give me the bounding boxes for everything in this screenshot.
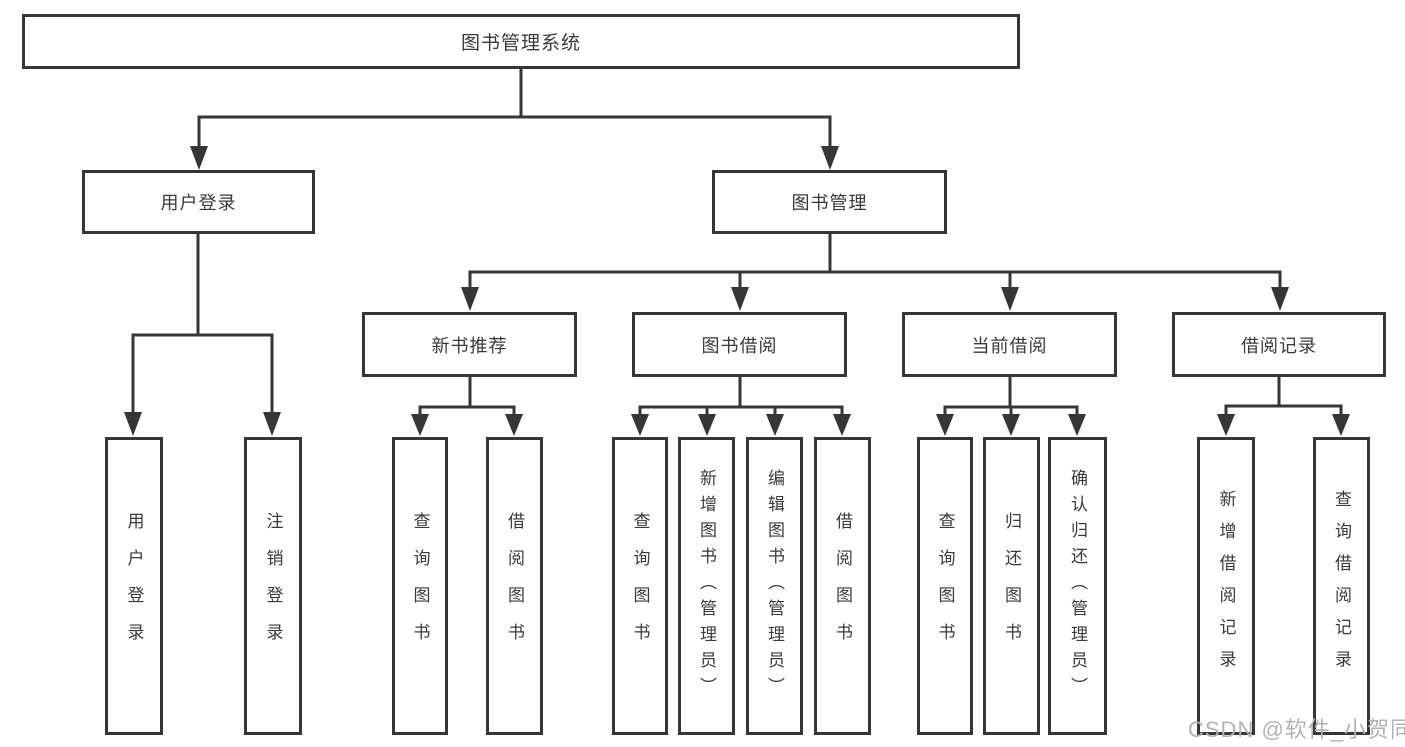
leaf-edit-book-admin: 编辑图书（管理员） — [746, 437, 803, 735]
leaf-logout: 注销登录 — [244, 437, 302, 735]
node-borrowing-records: 借阅记录 — [1172, 312, 1386, 377]
leaf-borrow-books-borrowing: 借阅图书 — [814, 437, 871, 735]
leaf-add-book-admin-label: 新增图书（管理员） — [697, 469, 716, 703]
leaf-query-borrow-record: 查询借阅记录 — [1313, 437, 1370, 735]
node-borrowing-records-label: 借阅记录 — [1241, 335, 1317, 356]
node-book-borrowing: 图书借阅 — [632, 312, 847, 377]
leaf-edit-book-admin-label: 编辑图书（管理员） — [765, 469, 784, 703]
leaf-confirm-return-admin: 确认归还（管理员） — [1048, 437, 1107, 735]
leaf-borrow-books-recommend: 借阅图书 — [486, 437, 543, 735]
leaf-user-login-label: 用户登录 — [124, 512, 144, 660]
node-new-book-recommend: 新书推荐 — [362, 312, 577, 377]
leaf-user-login: 用户登录 — [105, 437, 163, 735]
leaf-add-book-admin: 新增图书（管理员） — [678, 437, 735, 735]
leaf-query-books-recommend-label: 查询图书 — [410, 512, 430, 660]
leaf-logout-label: 注销登录 — [263, 512, 283, 660]
leaf-confirm-return-admin-label: 确认归还（管理员） — [1068, 469, 1087, 703]
watermark: CSDN @软件_小贺同学 — [1188, 717, 1405, 742]
node-book-management-branch-label: 图书管理 — [791, 193, 868, 213]
node-user-login-branch: 用户登录 — [82, 170, 315, 234]
leaf-query-books-borrowing-label: 查询图书 — [630, 512, 650, 660]
leaf-query-borrow-record-label: 查询借阅记录 — [1332, 490, 1351, 682]
leaf-borrow-books-borrowing-label: 借阅图书 — [833, 512, 852, 660]
node-user-login-branch-label: 用户登录 — [160, 193, 237, 213]
node-current-borrowing: 当前借阅 — [902, 312, 1117, 377]
leaf-query-books-current: 查询图书 — [917, 437, 973, 735]
leaf-query-books-recommend: 查询图书 — [392, 437, 448, 735]
node-new-book-recommend-label: 新书推荐 — [431, 335, 508, 356]
leaf-add-borrow-record-label: 新增借阅记录 — [1216, 490, 1236, 682]
node-root-system-label: 图书管理系统 — [460, 33, 581, 54]
leaf-query-books-current-label: 查询图书 — [935, 512, 955, 660]
node-book-management-branch: 图书管理 — [712, 170, 947, 234]
leaf-return-books: 归还图书 — [983, 437, 1040, 735]
node-current-borrowing-label: 当前借阅 — [971, 335, 1048, 356]
node-root-system: 图书管理系统 — [22, 14, 1020, 69]
leaf-borrow-books-recommend-label: 借阅图书 — [505, 512, 524, 660]
leaf-add-borrow-record: 新增借阅记录 — [1197, 437, 1255, 735]
leaf-query-books-borrowing: 查询图书 — [612, 437, 668, 735]
node-book-borrowing-label: 图书借阅 — [701, 335, 778, 356]
leaf-return-books-label: 归还图书 — [1002, 512, 1021, 660]
